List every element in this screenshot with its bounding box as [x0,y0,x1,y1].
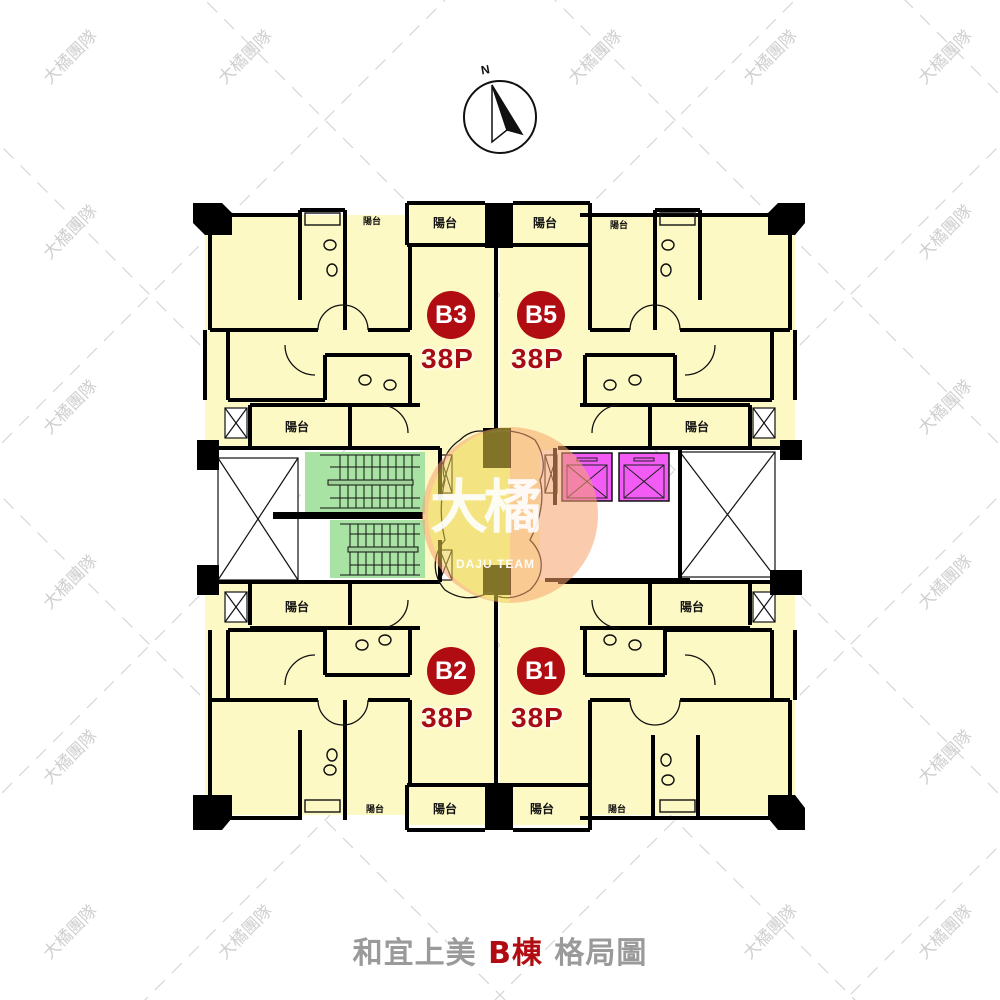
wall-lines [203,201,797,832]
balcony-label: 陽台 [285,600,310,614]
daju-logo-sub: DAJU TEAM [456,557,536,571]
daju-logo-main: 大橘 [430,475,542,540]
unit-badge-b5: B5 [517,291,565,339]
unit-size-b1: 38P [511,702,564,733]
compass-north-label: N [480,62,491,77]
caption-building: B棟 [488,936,543,971]
unit-size-b3: 38P [421,343,474,374]
balcony-label: 陽台 [610,221,629,231]
balcony-label: 陽台 [685,420,710,434]
north-compass: N [462,62,542,158]
unit-size-b2: 38P [421,702,474,733]
balcony-label: 陽台 [433,216,458,230]
balcony-label: 陽台 [608,805,627,815]
balcony-label: 陽台 [680,600,705,614]
unit-badge-b1: B1 [517,647,565,695]
balcony-label: 陽台 [363,217,382,227]
balcony-label: 陽台 [533,216,558,230]
caption-project-name: 和宜上美 [352,936,489,971]
balcony-label: 陽台 [433,802,458,816]
unit-size-b5: 38P [511,343,564,374]
unit-badge-b2: B2 [427,647,475,695]
daju-logo [422,427,598,603]
balcony-label: 陽台 [285,420,310,434]
balcony-label: 陽台 [366,805,385,815]
balcony-label: 陽台 [530,802,555,816]
unit-badge-b3: B3 [427,291,475,339]
caption-suffix: 格局圖 [542,936,648,971]
floor-plan-caption: 和宜上美 B棟 格局圖 [0,928,1000,972]
stairwell [305,452,425,578]
bathroom-fixtures [304,212,696,813]
